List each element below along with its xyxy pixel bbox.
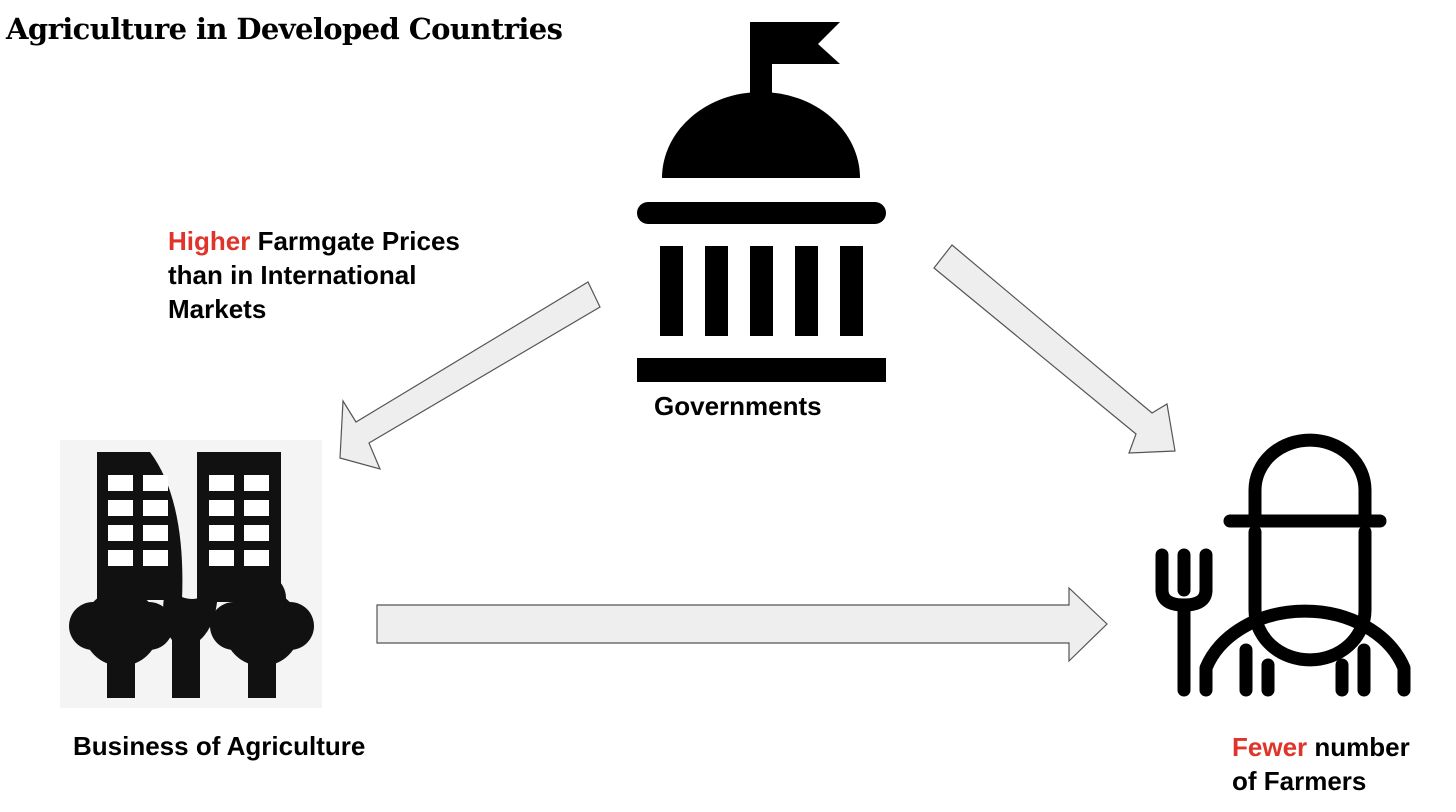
arrow-business-to-farmers [376, 586, 1108, 663]
farmgate-label-line-2: than in International [168, 260, 417, 290]
page-title: Agriculture in Developed Countries [6, 12, 563, 46]
agribusiness-buildings-trees-icon [60, 440, 322, 708]
edge-label-farmgate-prices: Higher Farmgate Prices than in Internati… [168, 224, 460, 326]
number-text: number [1307, 732, 1410, 762]
node-label-governments: Governments [654, 391, 822, 421]
highlight-higher: Higher [168, 226, 251, 256]
farmer-with-pitchfork-icon [1155, 433, 1411, 697]
farmgate-label-line-3: Markets [168, 294, 267, 324]
highlight-fewer: Fewer [1232, 732, 1308, 762]
node-label-fewer-farmers: Fewer number of Farmers [1232, 730, 1410, 798]
arrow-government-to-business [339, 281, 601, 470]
arrow-government-to-farmers [933, 244, 1176, 454]
capitol-building-icon [637, 22, 886, 382]
node-label-business-of-agriculture: Business of Agriculture [73, 731, 366, 761]
farmgate-prices-text: Farmgate Prices [250, 226, 460, 256]
farmers-label-line-2: of Farmers [1232, 766, 1367, 796]
